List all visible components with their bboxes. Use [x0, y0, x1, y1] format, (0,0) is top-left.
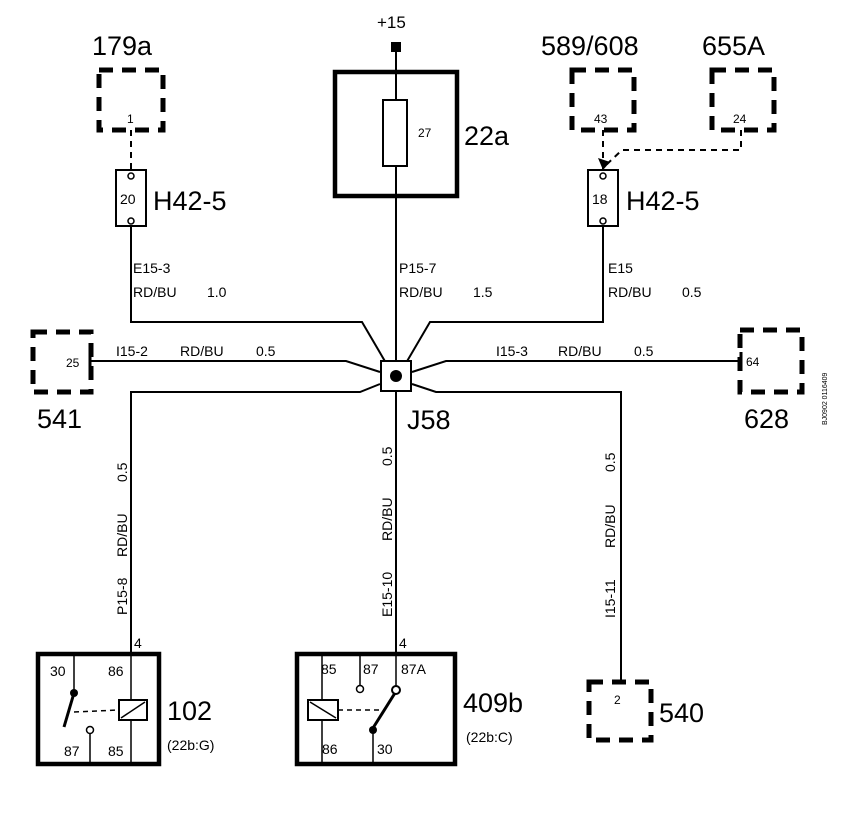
connector-540-pin: 2 [614, 693, 621, 707]
relay-102-link [73, 709, 120, 713]
relay-102-t30: 30 [50, 663, 66, 679]
wire-left-h [91, 360, 381, 373]
connector-589-pin: 43 [594, 112, 608, 126]
relay-409b-contact-87 [355, 684, 365, 694]
drawing-id: BJ0902 0116409 [822, 372, 829, 425]
connector-589-name: 589/608 [541, 31, 639, 61]
connector-655a-link [604, 130, 742, 167]
wire-left-h-size: 0.5 [256, 343, 276, 359]
wire-right-top-id: E15 [608, 260, 633, 276]
relay-102-coil-mark [120, 701, 146, 719]
pin-hole-bottom [127, 217, 135, 225]
relay-409b-t87: 87 [363, 661, 379, 677]
connector-179a-name: 179a [92, 31, 153, 61]
wire-down-left [130, 383, 381, 654]
connector-655a-pin: 24 [733, 112, 747, 126]
pin-hole-top [127, 172, 135, 180]
supply-label: +15 [377, 13, 406, 32]
connector-h42-right-pin: 18 [592, 191, 608, 207]
connector-541-name: 541 [37, 404, 82, 434]
wire-left-top-id: E15-3 [133, 260, 171, 276]
connector-628-pin: 64 [746, 355, 760, 369]
wire-left-h-color: RD/BU [180, 343, 224, 359]
connector-541 [30, 329, 94, 395]
connector-540-name: 540 [659, 698, 704, 728]
wire-down-left-id: P15-8 [114, 577, 130, 615]
relay-102-name: 102 [167, 696, 212, 726]
wire-center-top-size: 1.5 [473, 284, 493, 300]
wire-down-right [411, 383, 622, 682]
wire-right-top-color: RD/BU [608, 284, 652, 300]
relay-409b-location: (22b:C) [466, 729, 513, 745]
connector-589 [569, 67, 637, 133]
relay-409b-pin-in: 4 [399, 635, 407, 651]
relay-102-t86: 86 [108, 663, 124, 679]
wire-right-h-id: I15-3 [496, 343, 528, 359]
wire-right-h-color: RD/BU [558, 343, 602, 359]
splice-name: J58 [407, 405, 451, 435]
wire-center-top-id: P15-7 [399, 260, 437, 276]
wire-down-right-size: 0.5 [602, 452, 618, 472]
connector-655a-name: 655A [702, 31, 765, 61]
connector-628-name: 628 [744, 404, 789, 434]
relay-409b-t30: 30 [377, 741, 393, 757]
connector-655a [709, 67, 777, 133]
relay-409b-coil-mark [309, 701, 337, 719]
wire-center-top-color: RD/BU [399, 284, 443, 300]
relay-102 [35, 651, 162, 767]
wire-right-top-size: 0.5 [682, 284, 702, 300]
connector-h42-left-name: H42-5 [153, 186, 227, 216]
wire-down-center-color: RD/BU [379, 497, 395, 541]
fuse-element [382, 99, 408, 167]
wire-right-top [405, 226, 604, 364]
connector-541-pin: 25 [66, 356, 80, 370]
pin-hole-bottom [599, 217, 607, 225]
supply-terminal [391, 42, 401, 52]
wire-left-top-size: 1.0 [207, 284, 227, 300]
relay-409b-contact-87a [391, 685, 401, 695]
relay-102-contact-87 [85, 725, 95, 735]
fuse-name: 22a [464, 121, 510, 151]
relay-102-pin-in: 4 [134, 635, 142, 651]
relay-409b-t87a: 87A [401, 661, 427, 677]
relay-102-location: (22b:G) [167, 737, 214, 753]
connector-540 [586, 679, 654, 743]
relay-409b-t85: 85 [321, 661, 337, 677]
wire-down-right-id: I15-11 [602, 579, 618, 618]
wire-left-top [130, 226, 387, 364]
relay-102-switch [62, 692, 76, 728]
relay-102-t85: 85 [108, 743, 124, 759]
wire-down-right-color: RD/BU [602, 504, 618, 548]
pin-hole-top [599, 172, 607, 180]
relay-409b-t86: 86 [322, 741, 338, 757]
relay-102-t87: 87 [64, 743, 80, 759]
connector-179a [96, 67, 166, 133]
relay-409b [294, 651, 458, 767]
wire-down-left-color: RD/BU [114, 513, 130, 557]
wire-down-left-size: 0.5 [114, 462, 130, 482]
connector-179a-pin: 1 [127, 112, 134, 126]
splice-node [390, 370, 402, 382]
wire-down-center-id: E15-10 [379, 572, 395, 617]
wire-down-center-size: 0.5 [379, 446, 395, 466]
link-arrowhead [598, 158, 610, 170]
fuse-pin: 27 [418, 126, 432, 140]
wire-right-h [411, 360, 741, 373]
wire-left-h-id: I15-2 [116, 343, 148, 359]
wire-left-top-color: RD/BU [133, 284, 177, 300]
relay-409b-name: 409b [463, 688, 523, 718]
wire-right-h-size: 0.5 [634, 343, 654, 359]
connector-h42-left-pin: 20 [120, 191, 136, 207]
connector-h42-right-name: H42-5 [626, 186, 700, 216]
